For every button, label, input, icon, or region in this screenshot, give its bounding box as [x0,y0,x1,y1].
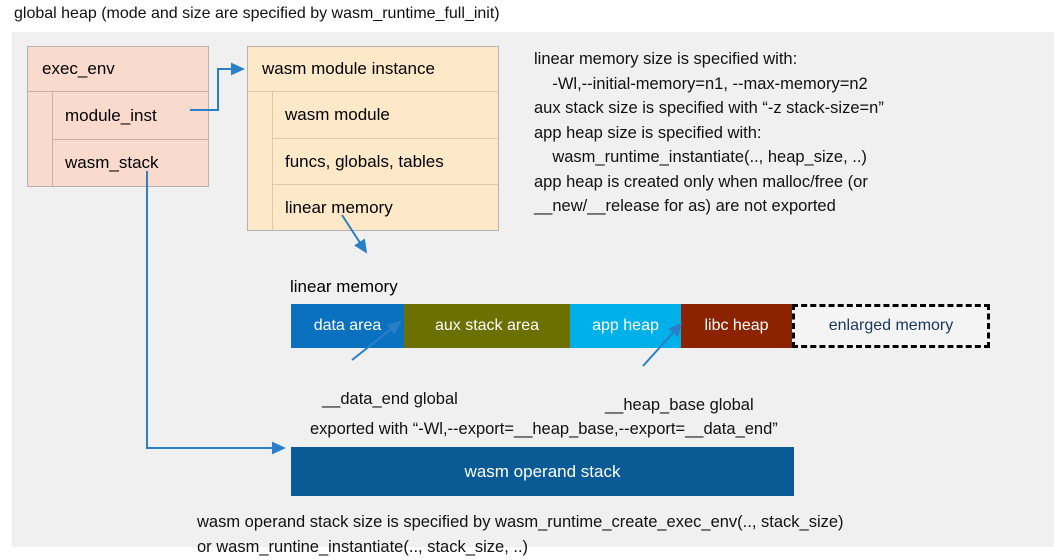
module-instance-field-funcs-globals-tables: funcs, globals, tables [273,138,498,184]
module-instance-gutter [248,92,273,230]
module-instance-field-linear-memory: linear memory [273,184,498,230]
linear-memory-label: linear memory [290,277,398,296]
annotation-heap-base: __heap_base global [605,396,754,414]
exec-env-header: exec_env [28,47,208,92]
diagram-panel: exec_env module_inst wasm_stack wasm mod… [12,32,1054,556]
exec-env-gutter [28,92,53,186]
memory-segment-data-area: data area [291,304,404,348]
exec-env-box: exec_env module_inst wasm_stack [27,46,209,187]
exec-env-fields: module_inst wasm_stack [28,92,208,186]
annotation-exported-with: exported with “-Wl,--export=__heap_base,… [310,420,778,438]
module-instance-field-wasm-module: wasm module [285,105,390,124]
wasm-module-instance-box: wasm module instance wasm module funcs, … [247,46,499,231]
configuration-notes: linear memory size is specified with: -W… [534,50,884,215]
page-title: global heap (mode and size are specified… [14,5,500,22]
module-instance-fields: wasm module funcs, globals, tables linea… [248,92,498,230]
module-instance-header: wasm module instance [248,47,498,92]
operand-stack-note: wasm operand stack size is specified by … [197,513,844,556]
memory-segment-aux-stack-area: aux stack area [404,304,570,348]
memory-segment-libc-heap: libc heap [681,304,792,348]
wasm-operand-stack-bar: wasm operand stack [291,447,794,496]
exec-env-field-wasm-stack: wasm_stack [53,139,208,186]
memory-segment-app-heap: app heap [570,304,681,348]
memory-segment-enlarged-memory: enlarged memory [792,304,990,348]
exec-env-field-module-inst: module_inst [65,105,157,125]
annotation-data-end: __data_end global [322,390,458,408]
